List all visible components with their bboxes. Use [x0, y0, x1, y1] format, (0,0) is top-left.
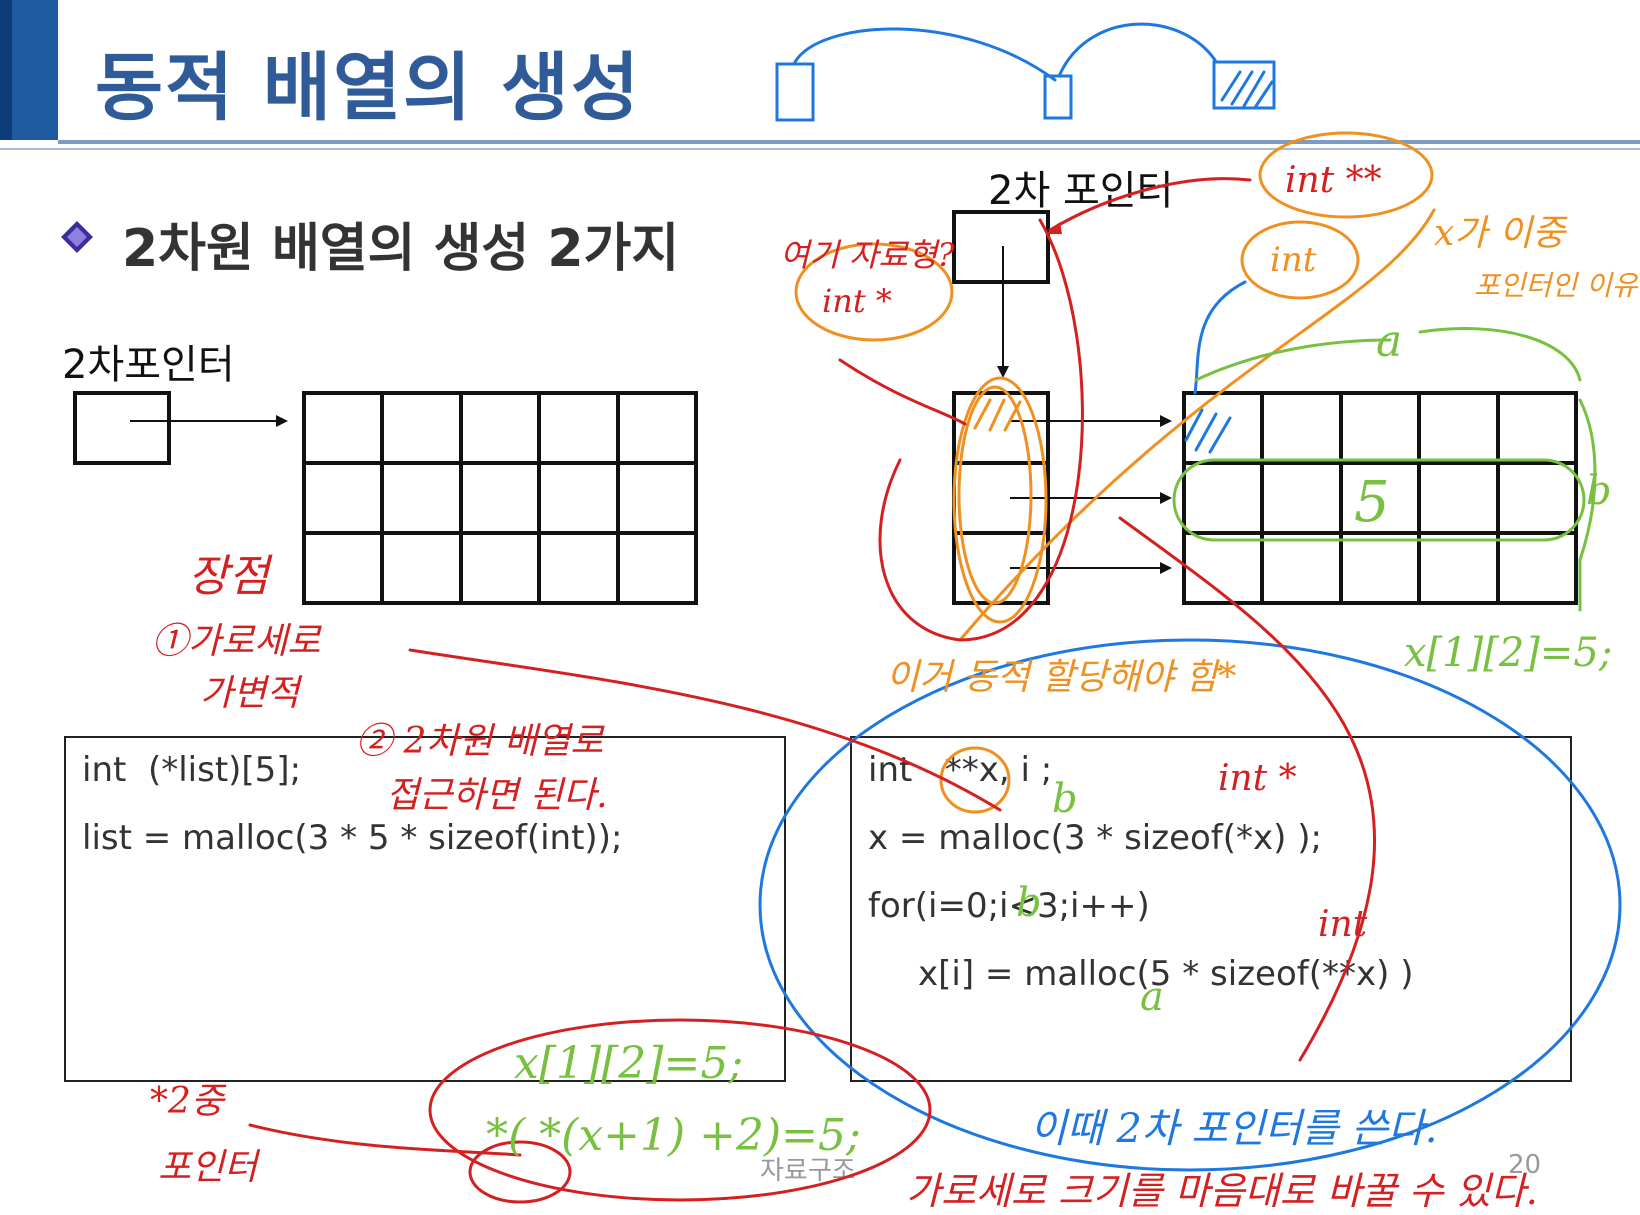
code-box-left: int (*list)[5]; list = malloc(3 * 5 * si…	[64, 736, 786, 1082]
code-line: for(i=0;i<3;i++)	[868, 886, 1150, 926]
code-line: x = malloc(3 * sizeof(*x) );	[868, 818, 1322, 858]
orange-sketch	[794, 131, 1436, 814]
annotation-red: int	[1318, 904, 1368, 945]
annotation-red: 여기 자료형?	[780, 236, 955, 274]
title-accent-stripe	[0, 0, 12, 140]
title-divider	[58, 140, 1640, 144]
title-divider-thin	[0, 148, 1640, 150]
annotation-green: b	[1052, 776, 1078, 822]
code-line: x[i] = malloc(5 * sizeof(**x) )	[918, 954, 1414, 994]
left-pointer-diagram	[73, 391, 698, 605]
annotation-orange: 이거 동적 할당해야 함*	[886, 657, 1237, 698]
code-line: list = malloc(3 * 5 * sizeof(int));	[82, 818, 623, 858]
section-heading: 2차원 배열의 생성 2가지	[122, 219, 680, 279]
annotation-orange: int **	[1285, 160, 1382, 201]
diamond-bullet-icon	[61, 221, 93, 253]
annotation-red: *2중	[150, 1081, 225, 1122]
annotation-red: ①가로세로	[152, 621, 321, 662]
annotation-green: *( *(x+1) +2)=5;	[486, 1110, 861, 1161]
array-grid-left	[302, 391, 698, 605]
annotation-orange: 포인터인 이유	[1474, 269, 1638, 302]
pointer-cell	[73, 391, 171, 465]
annotation-blue: 이때 2차 포인터를 쓴다.	[1030, 1106, 1438, 1152]
annotation-green: b	[1586, 468, 1612, 514]
annotation-green: a	[1376, 316, 1403, 367]
code-box-right: int **x, i ; x = malloc(3 * sizeof(*x) )…	[850, 736, 1572, 1082]
annotation-red: 접근하면 된다.	[386, 775, 608, 816]
footer-course: 자료구조	[760, 1156, 856, 1186]
annotation-green: b	[1016, 880, 1042, 926]
annotation-red: int *	[1218, 758, 1297, 799]
annotation-red: int *	[822, 282, 892, 320]
annotation-red: ② 2차원 배열로	[356, 721, 604, 762]
annotation-green: x[1][2]=5;	[1404, 630, 1613, 676]
code-line: int (*list)[5];	[82, 750, 302, 790]
slide-title: 동적 배열의 생성	[95, 45, 642, 131]
annotation-orange: x가 이중	[1434, 213, 1566, 254]
annotation-green: 5	[1354, 470, 1390, 535]
annotation-red: 장점	[188, 551, 269, 602]
green-sketch	[1172, 327, 1597, 612]
annotation-green: a	[1140, 974, 1164, 1020]
blue-sketch	[758, 22, 1622, 1172]
left-diagram-label: 2차포인터	[62, 342, 235, 388]
array-grid-right	[1182, 391, 1578, 605]
annotation-red: 가변적	[200, 673, 300, 714]
double-pointer-cell	[952, 210, 1050, 284]
page-number: 20	[1508, 1150, 1542, 1180]
right-double-pointer-diagram	[952, 210, 1578, 605]
annotation-orange: int	[1270, 240, 1317, 280]
annotation-red: 가로세로 크기를 마음대로 바꿀 수 있다.	[906, 1169, 1538, 1213]
annotation-red: 포인터	[158, 1147, 258, 1188]
red-sketch	[248, 177, 1376, 1204]
annotation-green: x[1][2]=5;	[514, 1038, 744, 1089]
